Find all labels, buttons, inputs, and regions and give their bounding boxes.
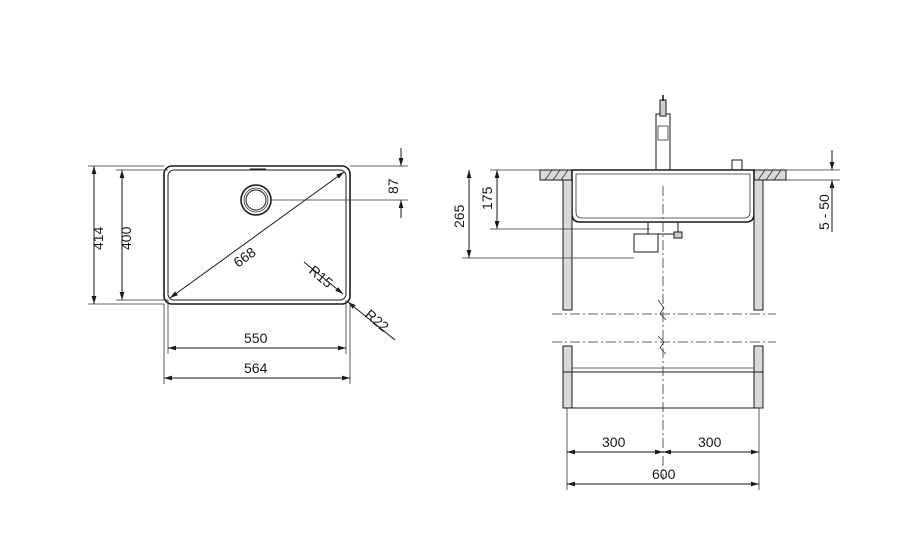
inner-width-label: 550 bbox=[244, 330, 268, 346]
cabinet-wall-left-upper bbox=[562, 179, 573, 311]
half-left-label: 300 bbox=[602, 434, 626, 450]
total-height-label: 265 bbox=[451, 204, 467, 228]
outer-height-label: 414 bbox=[90, 226, 106, 250]
radius-inner-label: R15 bbox=[306, 262, 336, 291]
worktop-range-label: 5 - 50 bbox=[816, 194, 832, 230]
radius-outer-leader bbox=[347, 301, 396, 341]
faucet-handle bbox=[659, 99, 667, 117]
drain-button bbox=[731, 159, 743, 171]
inner-height-label: 400 bbox=[118, 226, 134, 250]
diagonal-label: 668 bbox=[230, 244, 258, 271]
cabinet-wall-left-lower bbox=[562, 345, 573, 409]
drain-inner bbox=[245, 189, 267, 211]
sink-inner-outline bbox=[167, 169, 347, 301]
cabinet-width-label: 600 bbox=[652, 466, 676, 482]
bowl-depth-label: 175 bbox=[479, 186, 495, 210]
faucet-body bbox=[655, 113, 671, 171]
cabinet-wall-right-lower bbox=[753, 345, 764, 409]
side-view: 175 265 5 - 50 300 300 600 bbox=[451, 95, 840, 490]
top-view: 668 87 414 400 R15 R22 550 564 bbox=[88, 148, 408, 384]
cabinet-wall-right-upper bbox=[753, 179, 764, 311]
outer-width-label: 564 bbox=[244, 360, 268, 376]
diagonal-dimension-line bbox=[169, 171, 345, 299]
radius-outer-label: R22 bbox=[362, 306, 392, 335]
drain-offset-label: 87 bbox=[385, 178, 401, 194]
half-right-label: 300 bbox=[698, 434, 722, 450]
radius-inner-leader bbox=[303, 261, 344, 295]
